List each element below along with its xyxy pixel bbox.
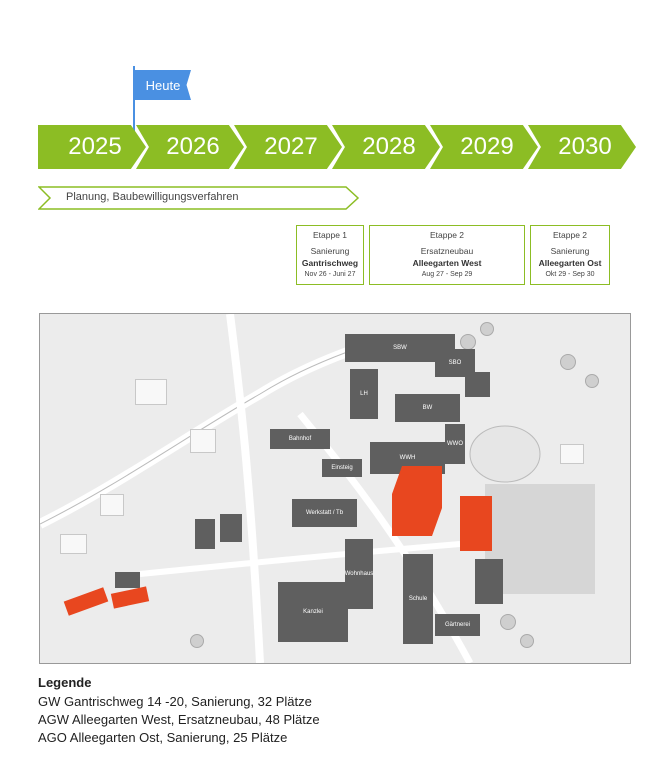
tree — [480, 322, 494, 336]
building-gaertnerei: Gärtnerei — [435, 614, 480, 636]
site-map: SBW SBO LH BW WWH WWO Bahnhof Einsteig W… — [39, 313, 631, 664]
tree — [500, 614, 516, 630]
stage-dates: Aug 27 - Sep 29 — [421, 271, 473, 278]
building-bahnhof: Bahnhof — [270, 429, 330, 449]
today-flag-label: Heute — [145, 77, 181, 93]
year-2027: 2027 — [234, 125, 342, 169]
building-lh: LH — [350, 369, 378, 419]
tree — [560, 354, 576, 370]
stage-type: Sanierung — [550, 246, 590, 256]
building-schule: Schule — [403, 554, 433, 644]
tree — [585, 374, 599, 388]
legend-item-ago: AGO Alleegarten Ost, Sanierung, 25 Plätz… — [38, 730, 288, 745]
building-label: SBO — [448, 360, 462, 366]
year-2030: 2030 — [528, 125, 636, 169]
building-light — [135, 379, 167, 405]
building — [475, 559, 503, 604]
building-label: Schule — [408, 596, 428, 602]
building-kanzlei: Kanzlei — [278, 582, 348, 642]
stage-dates: Nov 26 - Juni 27 — [304, 271, 356, 278]
building-label: Einsteig — [331, 465, 353, 471]
building-label: Bahnhof — [288, 436, 312, 442]
building — [195, 519, 215, 549]
year-2028: 2028 — [332, 125, 440, 169]
stage-alleegarten-ost: Etappe 2 Sanierung Alleegarten Ost Okt 2… — [530, 225, 610, 285]
stage-name: Gantrischweg — [301, 258, 359, 268]
stage-etappe: Etappe 1 — [312, 230, 348, 240]
stage-etappe: Etappe 2 — [552, 230, 588, 240]
planning-phase-label: Planung, Baubewilligungsverfahren — [66, 191, 239, 203]
stage-name: Alleegarten West — [412, 258, 482, 268]
building-label: BW — [422, 405, 433, 411]
year-2029: 2029 — [430, 125, 538, 169]
year-2026: 2026 — [136, 125, 244, 169]
today-flag-pole — [133, 66, 135, 144]
planning-phase-bar: Planung, Baubewilligungsverfahren — [38, 186, 360, 210]
building-light — [190, 429, 216, 453]
building — [115, 572, 140, 588]
building-wohnhaus: Wohnhaus — [345, 539, 373, 609]
building-label: LH — [360, 391, 368, 397]
building-label: WWH — [399, 455, 416, 461]
stage-name: Alleegarten Ost — [538, 258, 602, 268]
tree — [520, 634, 534, 648]
stage-alleegarten-west: Etappe 2 Ersatzneubau Alleegarten West A… — [369, 225, 525, 285]
building-light — [560, 444, 584, 464]
today-flag: Heute — [135, 70, 191, 100]
planning-phase-outline — [38, 186, 360, 210]
building-label: Gärtnerei — [444, 622, 470, 628]
building-label: Wohnhaus — [344, 571, 374, 577]
stage-dates: Okt 29 - Sep 30 — [545, 271, 595, 278]
building-einsteig: Einsteig — [322, 459, 362, 477]
building-light — [60, 534, 87, 554]
legend-item-gw: GW Gantrischweg 14 -20, Sanierung, 32 Pl… — [38, 694, 312, 709]
year-2025: 2025 — [38, 125, 146, 169]
stage-type: Sanierung — [310, 246, 350, 256]
building-werkstatt: Werkstatt / Tb — [292, 499, 357, 527]
building-label: Kanzlei — [303, 609, 323, 615]
building-light — [100, 494, 124, 516]
stage-gantrischweg: Etappe 1 Sanierung Gantrischweg Nov 26 -… — [296, 225, 364, 285]
stage-type: Ersatzneubau — [420, 246, 474, 256]
stage-etappe: Etappe 2 — [429, 230, 465, 240]
map-roads — [40, 314, 595, 663]
building-label: SBW — [393, 345, 407, 351]
building-bw: BW — [395, 394, 460, 422]
tree — [460, 334, 476, 350]
highlight-alleegarten-ost — [460, 496, 492, 551]
tree — [190, 634, 204, 648]
legend-item-agw: AGW Alleegarten West, Ersatzneubau, 48 P… — [38, 712, 320, 727]
highlight-alleegarten-west — [392, 466, 442, 536]
building-label: Werkstatt / Tb — [305, 510, 344, 516]
building — [465, 372, 490, 397]
year-timeline: 2025 2026 2027 2028 2029 2030 — [38, 125, 638, 169]
legend-title: Legende — [38, 675, 92, 690]
building — [220, 514, 242, 542]
building-label: WWO — [447, 441, 463, 447]
building-wwo: WWO — [445, 424, 465, 464]
